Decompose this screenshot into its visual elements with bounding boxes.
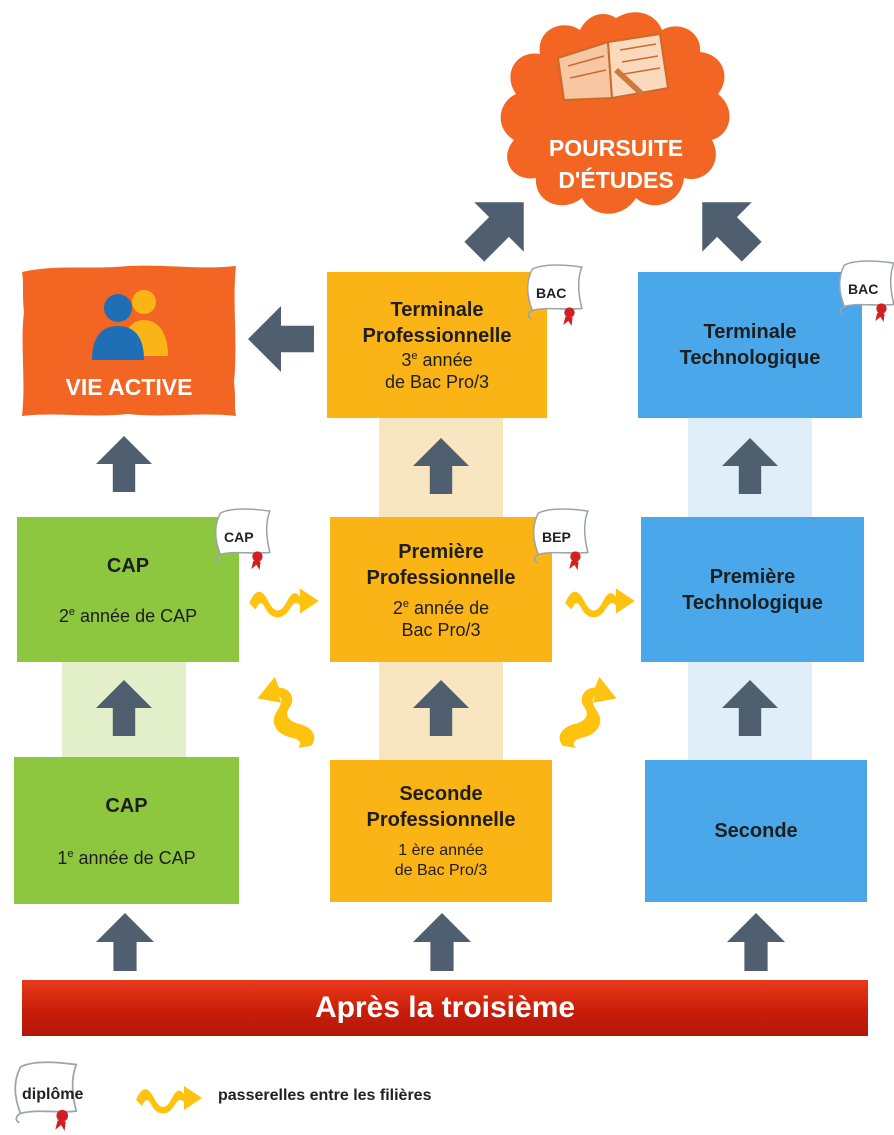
premiere-techno-title1: Première (709, 565, 796, 588)
people-icon (92, 290, 168, 360)
terminale-pro-line2: de Bac Pro/3 (384, 372, 490, 392)
cap1-title: CAP (105, 794, 148, 817)
wave-arrow-icon (552, 664, 638, 750)
box-cap-2: CAP 2e année de CAP (17, 517, 239, 662)
cap1-year: 1e année de CAP (57, 847, 196, 868)
seconde-pro-title1: Seconde (399, 783, 483, 805)
seconde-pro-title2: Professionnelle (366, 809, 516, 831)
premiere-pro-diploma: BEP (542, 529, 571, 545)
vie-active-label: VIE ACTIVE (65, 374, 193, 400)
cap2-title: CAP (106, 554, 150, 577)
seconde-pro-line1: 1 ère année (398, 842, 484, 859)
terminale-techno-diploma: BAC (848, 281, 879, 297)
premiere-pro-title1: Première (398, 540, 484, 563)
arrow-up-to-seconde (727, 910, 785, 974)
poursuite-line2: D'ÉTUDES (558, 167, 674, 193)
cap2-year: 2e année de CAP (58, 605, 198, 626)
box-premiere-techno: Première Technologique (641, 517, 864, 662)
box-seconde: Seconde (645, 760, 867, 902)
box-seconde-pro: Seconde Professionnelle 1 ère année de B… (330, 760, 552, 902)
arrow-to-poursuite-right (692, 192, 762, 262)
box-cap-1: CAP 1e année de CAP (14, 757, 239, 904)
arrow-up-techno-1 (722, 438, 778, 494)
premiere-pro-line2: Bac Pro/3 (401, 619, 481, 640)
arrow-up-to-cap-1 (96, 910, 154, 974)
open-book-icon (556, 32, 670, 102)
base-banner: Après la troisième (22, 980, 868, 1036)
wave-arrow-icon (134, 1080, 204, 1116)
seconde-pro-line2: de Bac Pro/3 (394, 862, 488, 879)
premiere-pro-year: 2e année de (392, 597, 490, 618)
arrow-to-poursuite-left (464, 192, 534, 262)
terminale-techno-title1: Terminale (703, 321, 797, 343)
arrow-up-cap-1-to-2 (96, 680, 152, 736)
poursuite-line1: POURSUITE (548, 135, 684, 161)
legend-diploma-label: diplôme (22, 1086, 84, 1103)
arrow-up-to-seconde-pro (413, 910, 471, 974)
terminale-pro-title1: Terminale (390, 299, 484, 321)
legend-passerelles-label: passerelles entre les filières (218, 1087, 432, 1104)
terminale-pro-year: 3e année (401, 350, 473, 370)
arrow-up-pro-2 (413, 680, 469, 736)
premiere-pro-title2: Professionnelle (366, 566, 516, 589)
box-terminale-pro: Terminale Professionnelle 3e année de Ba… (327, 272, 547, 418)
box-terminale-techno: Terminale Technologique (638, 272, 862, 418)
terminale-techno-title2: Technologique (679, 347, 821, 369)
seconde-title: Seconde (714, 820, 798, 842)
wave-arrow-icon (236, 664, 322, 750)
terminale-pro-diploma: BAC (536, 285, 567, 301)
wave-arrow-icon (246, 582, 322, 620)
box-premiere-pro: Première Professionnelle 2e année de Bac… (330, 517, 552, 662)
base-label: Après la troisième (314, 991, 576, 1024)
poursuite-label: POURSUITE D'ÉTUDES (520, 132, 712, 196)
cap2-diploma: CAP (224, 529, 254, 545)
wave-arrow-icon (562, 582, 638, 620)
terminale-pro-title2: Professionnelle (362, 325, 512, 347)
arrow-to-vie-active (248, 306, 314, 372)
arrow-up-cap-to-vie (96, 436, 152, 492)
arrow-up-techno-2 (722, 680, 778, 736)
premiere-techno-title2: Technologique (682, 591, 823, 614)
arrow-up-pro-1 (413, 438, 469, 494)
